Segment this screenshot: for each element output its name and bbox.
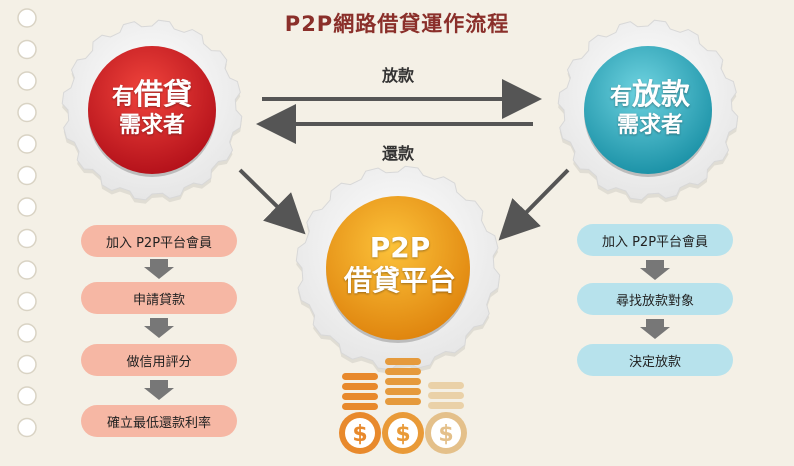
- borrower-line2: 需求者: [118, 112, 185, 138]
- platform-line1: P2P: [369, 231, 431, 264]
- coin-stack-layer: [385, 378, 421, 385]
- svg-text:$: $: [395, 422, 410, 447]
- lender-step-3: 決定放款: [577, 344, 733, 376]
- binder-hole: [17, 260, 37, 280]
- lender-gear: [557, 19, 739, 204]
- borrower-gear: [61, 19, 243, 204]
- step-down-arrow-icon: [144, 380, 174, 400]
- borrower-to-platform-arrow: [238, 168, 306, 235]
- coin-stack-layer: [342, 393, 378, 400]
- platform-line2: 借貸平台: [343, 264, 456, 297]
- step-arrows: [144, 259, 670, 400]
- svg-text:$: $: [352, 422, 367, 447]
- platform-gear: [295, 165, 501, 374]
- borrower-label: 有借貸 需求者: [92, 80, 212, 139]
- lender-line2: 需求者: [616, 112, 683, 138]
- binder-hole: [17, 165, 37, 186]
- binder-hole: [17, 417, 37, 438]
- platform-label: P2P 借貸平台: [325, 232, 475, 298]
- coin-stacks: $ $ $: [339, 358, 467, 454]
- coin-stack-layer: [385, 388, 421, 395]
- binder-hole: [17, 228, 37, 249]
- binder-hole: [17, 71, 37, 91]
- dollar-coin-icon: $: [425, 412, 467, 454]
- coin-stack-layer: [342, 373, 378, 380]
- lender-prefix: 有: [609, 84, 632, 110]
- lend-label: 放款: [381, 66, 414, 85]
- coin-stack-layer: [428, 392, 464, 399]
- lender-to-platform-arrow: [498, 168, 570, 241]
- borrower-prefix: 有: [111, 84, 134, 110]
- dollar-coin-icon: $: [382, 412, 424, 454]
- coin-stack-layer: [385, 398, 421, 405]
- lender-label: 有放款 需求者: [590, 80, 710, 139]
- dollar-coin-icon: $: [339, 412, 381, 454]
- coin-stack-layer: [428, 402, 464, 409]
- coin-stack-layer: [385, 358, 421, 365]
- binder-hole: [17, 354, 37, 375]
- gears-layer: [61, 19, 739, 374]
- step-down-arrow-icon: [640, 260, 670, 280]
- binder-hole: [17, 134, 37, 154]
- binder-hole: [17, 102, 37, 123]
- binder-hole: [17, 386, 37, 406]
- coin-stack-layer: [428, 382, 464, 389]
- borrower-main: 借貸: [134, 77, 193, 111]
- lender-step-1: 加入 P2P平台會員: [577, 224, 733, 256]
- coin-stack-layer: [385, 368, 421, 375]
- borrower-step-2: 申請貸款: [81, 282, 237, 314]
- step-down-arrow-icon: [144, 259, 174, 279]
- binder-hole: [17, 8, 37, 28]
- binder-hole: [17, 323, 37, 343]
- borrower-step-1: 加入 P2P平台會員: [81, 225, 237, 257]
- repay-label: 還款: [381, 144, 414, 163]
- page-title: P2P網路借貸運作流程: [284, 12, 510, 36]
- step-down-arrow-icon: [640, 319, 670, 339]
- lender-step-2: 尋找放款對象: [577, 283, 733, 315]
- borrower-step-4: 確立最低還款利率: [81, 405, 237, 437]
- step-down-arrow-icon: [144, 318, 174, 338]
- coin-stack-layer: [342, 403, 378, 410]
- lender-main: 放款: [632, 77, 691, 111]
- binder-hole: [17, 291, 37, 312]
- svg-text:$: $: [438, 422, 453, 447]
- binder-holes: [17, 8, 37, 438]
- borrower-step-3: 做信用評分: [81, 344, 237, 376]
- binder-hole: [17, 39, 37, 60]
- coin-stack-layer: [342, 383, 378, 390]
- binder-hole: [17, 197, 37, 217]
